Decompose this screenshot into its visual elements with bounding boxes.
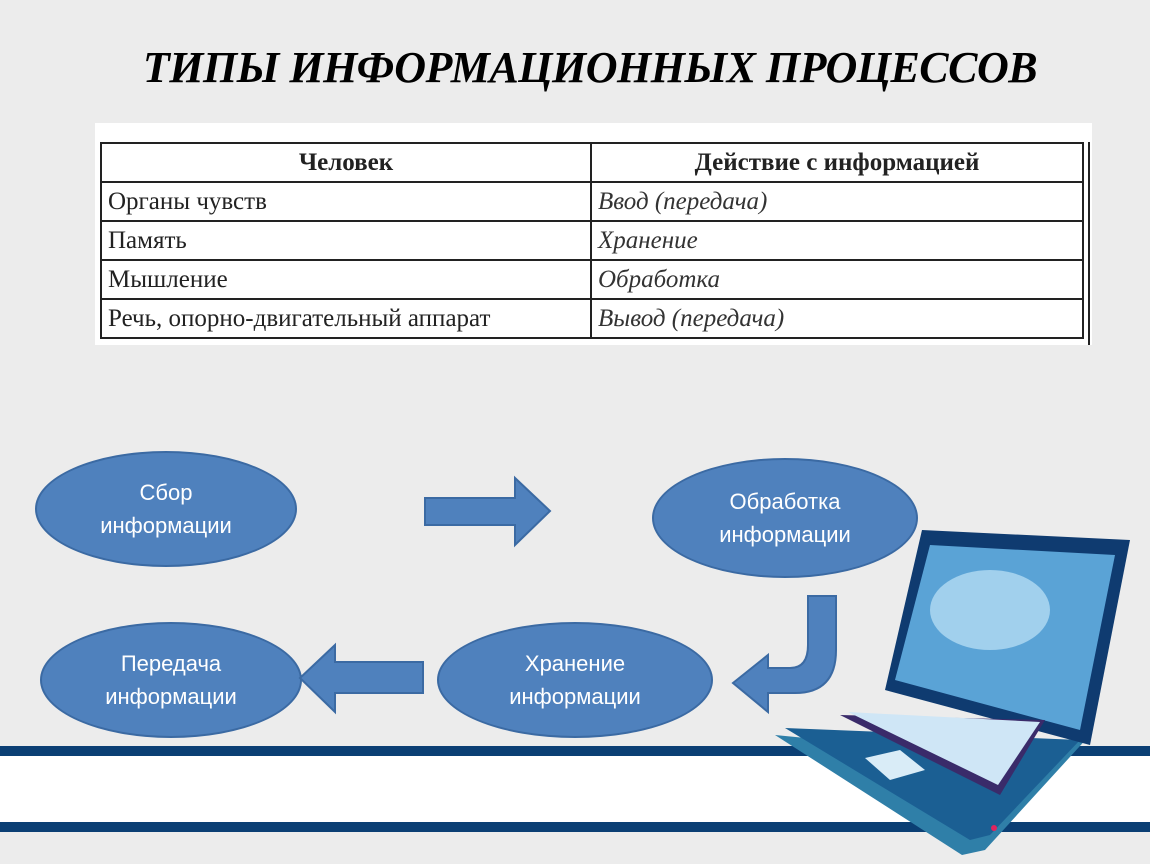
table-edge-line (1088, 142, 1090, 345)
node-store: Хранение информации (437, 622, 713, 738)
cell: Хранение (590, 220, 1084, 261)
node-label: информации (509, 684, 641, 709)
node-label: информации (719, 522, 851, 547)
node-label: Передача (120, 651, 222, 676)
header-action: Действие с информацией (590, 142, 1084, 183)
cell: Обработка (590, 259, 1084, 300)
footer-white-stripe (0, 756, 1150, 822)
node-label: информации (105, 684, 237, 709)
node-process: Обработка информации (652, 458, 918, 578)
arrow-bent-icon (731, 595, 837, 715)
cell: Мышление (100, 259, 592, 300)
node-transfer: Передача информации (40, 622, 302, 738)
cell: Память (100, 220, 592, 261)
cell: Ввод (передача) (590, 181, 1084, 222)
arrow-left-icon (298, 642, 424, 715)
footer-band-bottom (0, 822, 1150, 832)
header-human: Человек (100, 142, 592, 183)
slide-title: ТИПЫ ИНФОРМАЦИОННЫХ ПРОЦЕССОВ (142, 43, 1038, 92)
node-collect: Сбор информации (35, 451, 297, 567)
node-label: информации (100, 513, 232, 538)
cell: Вывод (передача) (590, 298, 1084, 339)
arrow-right-icon (424, 475, 552, 548)
cell: Органы чувств (100, 181, 592, 222)
cell: Речь, опорно-двигательный аппарат (100, 298, 592, 339)
node-label: Сбор (139, 480, 193, 505)
footer-band-top (0, 746, 1150, 756)
node-label: Хранение (524, 651, 626, 676)
node-label: Обработка (729, 489, 841, 514)
